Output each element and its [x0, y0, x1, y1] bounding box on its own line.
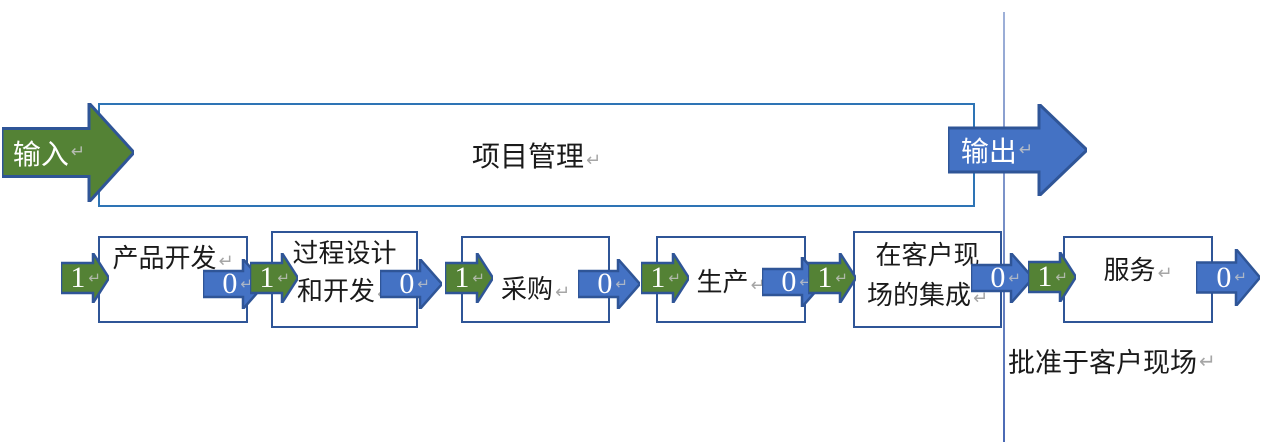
return-mark: ↵	[1199, 348, 1216, 373]
gate-label-zero: 0	[597, 267, 613, 300]
gate-label-wrap: 1 ↵	[817, 263, 848, 293]
return-mark: ↵	[70, 142, 86, 162]
output-arrow-label-wrap: 输出 ↵	[948, 130, 1046, 170]
approval-note: 批准于客户现场 ↵	[1008, 341, 1216, 380]
gate-label-one: 1	[259, 261, 275, 294]
gate-label-one: 1	[817, 261, 833, 294]
process-box-label: 采购↵	[463, 271, 608, 309]
gate-label-zero: 0	[781, 265, 797, 298]
return-mark: ↵	[835, 268, 848, 287]
output-arrow-shape	[948, 104, 1087, 196]
return-mark: ↵	[1055, 267, 1068, 286]
gate-label-zero: 0	[1216, 260, 1232, 294]
gate-arrow-in-3: 1 ↵	[641, 253, 689, 303]
gate-label-wrap: 1 ↵	[1037, 262, 1068, 292]
gate-label-one: 1	[1037, 260, 1053, 293]
process-box-text: 生产	[696, 268, 749, 297]
gate-label-one: 1	[454, 261, 470, 294]
gate-arrow-in-2: 1 ↵	[445, 253, 493, 303]
return-mark: ↵	[1234, 268, 1247, 286]
gate-arrow-in-4: 1 ↵	[808, 253, 856, 303]
gate-label-wrap: 0 ↵	[597, 269, 628, 299]
return-mark: ↵	[218, 251, 234, 272]
gate-label-wrap: 0 ↵	[399, 269, 430, 299]
process-box-service: 服务↵	[1063, 236, 1213, 323]
return-mark: ↵	[972, 288, 989, 309]
return-mark: ↵	[585, 150, 602, 171]
process-box-label: 服务↵	[1065, 252, 1211, 290]
gate-arrow-in-0: 1 ↵	[61, 253, 109, 303]
gate-label-wrap: 1 ↵	[259, 263, 290, 293]
return-mark: ↵	[615, 274, 628, 293]
approval-note-text: 批准于客户现场	[1008, 348, 1197, 378]
return-mark: ↵	[417, 274, 430, 293]
input-arrow-label-wrap: 输入 ↵	[2, 133, 96, 173]
input-arrow-label: 输入	[12, 139, 69, 171]
input-arrow: 输入 ↵	[2, 103, 134, 202]
gate-arrow-out-5: 0 ↵	[971, 253, 1033, 303]
gate-label-zero: 0	[222, 267, 238, 300]
return-mark: ↵	[1157, 263, 1173, 284]
process-box-text: 产品开发	[112, 244, 217, 273]
gate-label-wrap: 0 ↵	[1216, 260, 1247, 294]
divider-line	[1003, 12, 1005, 442]
process-box-text: 过程设计	[292, 239, 397, 268]
process-box-text: 和开发	[296, 277, 375, 306]
return-mark: ↵	[1018, 139, 1034, 160]
process-box-text-line1: 过程设计	[273, 235, 416, 273]
gate-arrow-out-6: 0 ↵	[1196, 249, 1260, 306]
process-box-text-line1: 在客户现	[855, 237, 1000, 275]
gate-label-wrap: 0 ↵	[222, 269, 253, 299]
project-management-box: 项目管理↵	[98, 103, 975, 207]
return-mark: ↵	[554, 282, 571, 303]
gate-arrow-out-3: 0 ↵	[578, 259, 640, 309]
gate-label-one: 1	[70, 261, 86, 294]
gate-label-wrap: 1 ↵	[650, 263, 681, 293]
output-arrow: 输出 ↵	[948, 104, 1087, 196]
gate-arrow-in-1: 1 ↵	[250, 253, 298, 303]
return-mark: ↵	[1008, 268, 1021, 287]
project-box-label: 项目管理	[471, 142, 584, 173]
process-box-text: 场的集成	[866, 281, 971, 310]
gate-label-wrap: 1 ↵	[454, 263, 485, 293]
process-box-text: 在客户现	[875, 241, 980, 270]
process-box-label: 产品开发↵	[100, 240, 246, 278]
process-box-text-line2: 场的集成↵	[855, 277, 1000, 315]
process-box-text: 采购	[500, 275, 553, 304]
gate-label-wrap: 0 ↵	[990, 263, 1021, 293]
return-mark: ↵	[668, 268, 681, 287]
return-mark: ↵	[277, 268, 290, 287]
return-mark: ↵	[472, 268, 485, 287]
gate-arrow-out-2: 0 ↵	[380, 259, 442, 309]
process-box-text: 服务	[1103, 256, 1156, 285]
gate-arrow-in-5: 1 ↵	[1028, 252, 1076, 302]
return-mark: ↵	[88, 268, 101, 287]
gate-label-zero: 0	[399, 267, 415, 300]
gate-label-wrap: 1 ↵	[70, 263, 101, 293]
project-box-label-wrap: 项目管理↵	[100, 135, 973, 175]
gate-label-zero: 0	[990, 261, 1006, 294]
input-arrow-shape	[2, 103, 134, 202]
output-arrow-label: 输出	[960, 137, 1017, 168]
gate-label-one: 1	[650, 261, 666, 294]
